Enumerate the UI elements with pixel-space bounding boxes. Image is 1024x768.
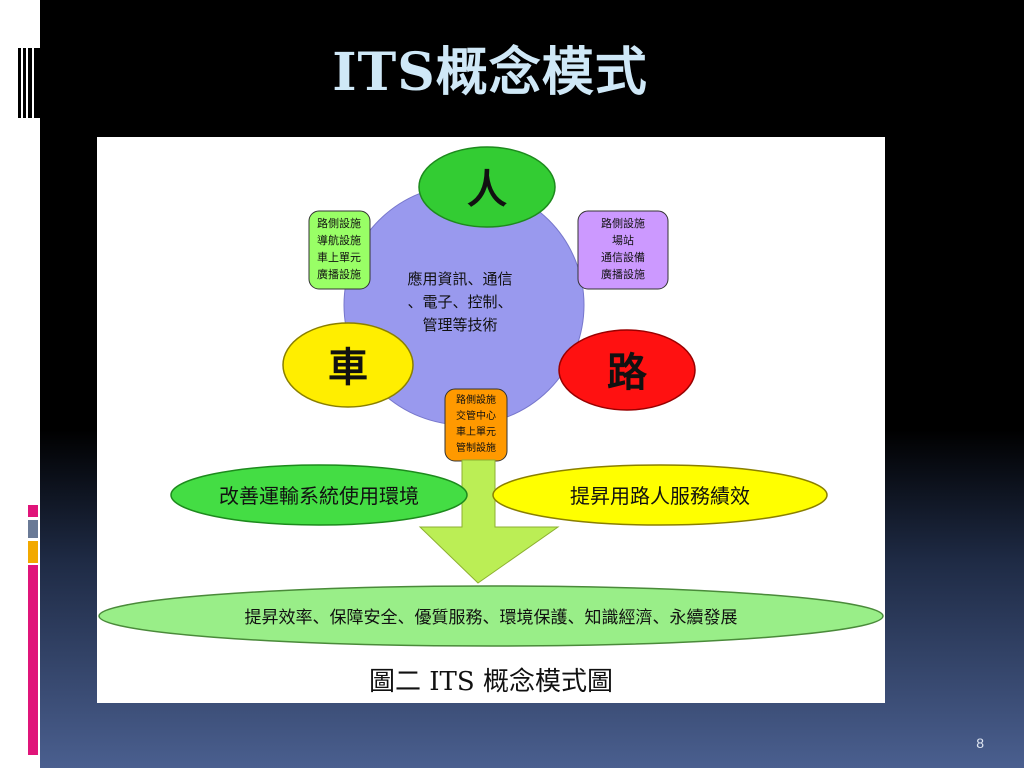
bottom-box-line-3: 車上單元 xyxy=(456,425,496,438)
page-number: 8 xyxy=(976,735,984,751)
its-concept-figure: 應用資訊、通信 、電子、控制、 管理等技術 人 車 路 路側設施 導航設施 車上… xyxy=(97,137,885,703)
its-diagram: 應用資訊、通信 、電子、控制、 管理等技術 人 車 路 路側設施 導航設施 車上… xyxy=(98,146,884,647)
goal-left-ellipse xyxy=(170,464,468,526)
right-box-line-3: 通信設備 xyxy=(601,250,645,264)
slide-title: ITS概念模式 xyxy=(332,42,648,103)
vehicle-label: 車 xyxy=(328,344,368,391)
left-box-line-2: 導航設施 xyxy=(317,233,361,247)
center-text-1: 應用資訊、通信 xyxy=(407,270,512,288)
person-label: 人 xyxy=(467,166,507,213)
decor-bars xyxy=(18,48,40,118)
goal-right-ellipse xyxy=(492,464,828,526)
vehicle-node xyxy=(282,322,414,408)
left-box-line-1: 路側設施 xyxy=(317,216,361,230)
road-node xyxy=(558,329,696,411)
center-text-2: 、電子、控制、 xyxy=(407,293,512,311)
outcome-text: 提昇效率、保障安全、優質服務、環境保護、知識經濟、永續發展 xyxy=(245,608,738,628)
left-facility-box xyxy=(308,210,371,290)
road-label: 路 xyxy=(607,349,648,396)
bottom-box-line-2: 交管中心 xyxy=(456,409,496,422)
right-facility-box xyxy=(577,210,669,290)
bottom-box-line-1: 路側設施 xyxy=(456,393,496,406)
outcome-ellipse xyxy=(98,585,884,647)
person-node xyxy=(418,146,556,228)
left-color-accents xyxy=(28,505,38,755)
left-box-line-4: 廣播設施 xyxy=(317,267,361,281)
left-box-line-3: 車上單元 xyxy=(317,250,361,264)
center-text-3: 管理等技術 xyxy=(422,316,497,334)
goal-left-text: 改善運輸系統使用環境 xyxy=(219,484,419,508)
right-box-line-4: 廣播設施 xyxy=(601,267,645,281)
right-box-line-2: 場站 xyxy=(612,233,634,247)
down-arrow xyxy=(418,459,560,584)
right-box-line-1: 路側設施 xyxy=(601,216,645,230)
bottom-box-line-4: 管制設施 xyxy=(456,441,496,454)
figure-caption: 圖二 ITS 概念模式圖 xyxy=(369,667,613,697)
goal-right-text: 提昇用路人服務績效 xyxy=(570,484,750,508)
